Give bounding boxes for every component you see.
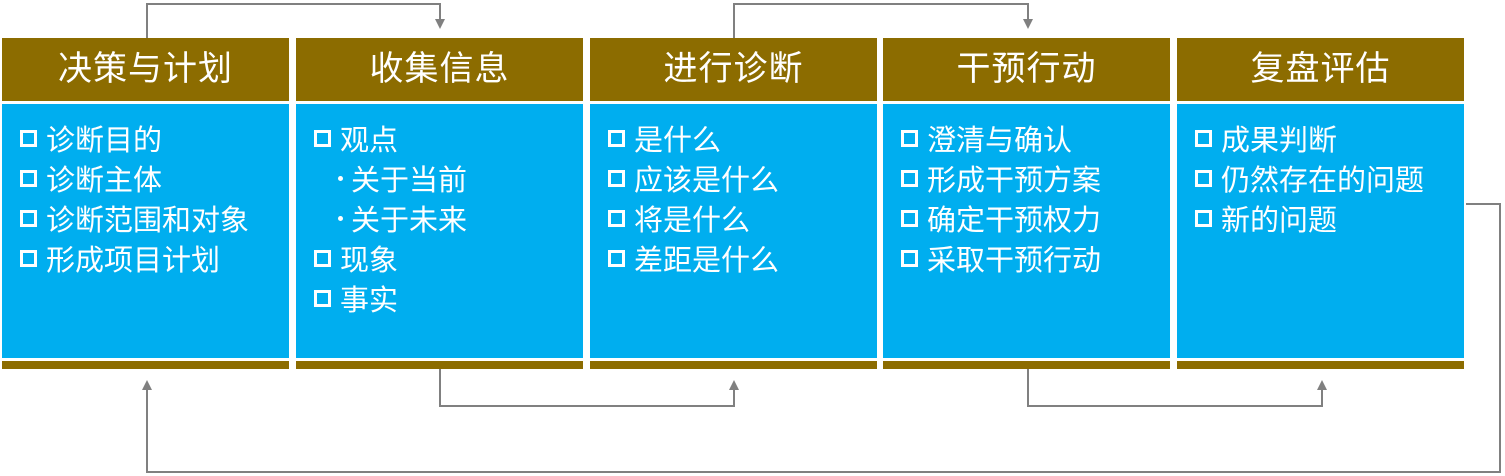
list-item-label: 是什么: [634, 123, 722, 157]
list-item-label: 应该是什么: [634, 163, 780, 197]
stage-5: 复盘评估 成果判断仍然存在的问题新的问题: [1177, 38, 1464, 369]
stage-4-body: 澄清与确认形成干预方案确定干预权力采取干预行动: [883, 104, 1170, 358]
list-item-label: 澄清与确认: [927, 123, 1073, 157]
stage-5-footer-bar: [1177, 361, 1464, 369]
square-bullet-icon: [608, 169, 625, 187]
stage-1: 决策与计划 诊断目的诊断主体诊断范围和对象形成项目计划: [2, 38, 289, 369]
list-item: 诊断主体: [20, 158, 289, 198]
square-bullet-icon: [901, 169, 918, 187]
list-subitem: 关于未来: [314, 198, 583, 238]
square-bullet-icon: [901, 129, 918, 147]
list-item: 新的问题: [1195, 198, 1464, 238]
list-item: 澄清与确认: [901, 118, 1170, 158]
square-bullet-icon: [314, 289, 331, 307]
list-item: 观点: [314, 118, 583, 158]
list-item: 仍然存在的问题: [1195, 158, 1464, 198]
list-item-label: 成果判断: [1221, 123, 1338, 157]
dot-bullet-icon: [338, 215, 343, 221]
square-bullet-icon: [20, 209, 37, 227]
stage-4: 干预行动 澄清与确认形成干预方案确定干预权力采取干预行动: [883, 38, 1170, 369]
square-bullet-icon: [20, 129, 37, 147]
list-item-label: 事实: [340, 283, 399, 317]
stage-3-body: 是什么应该是什么将是什么差距是什么: [590, 104, 877, 358]
square-bullet-icon: [20, 169, 37, 187]
list-item: 采取干预行动: [901, 238, 1170, 278]
list-item: 确定干预权力: [901, 198, 1170, 238]
list-item-label: 诊断主体: [46, 163, 163, 197]
stage-1-body: 诊断目的诊断主体诊断范围和对象形成项目计划: [2, 104, 289, 358]
connector-collect-to-diagnose: [439, 369, 739, 407]
list-item: 应该是什么: [608, 158, 877, 198]
stage-5-body: 成果判断仍然存在的问题新的问题: [1177, 104, 1464, 358]
square-bullet-icon: [1195, 129, 1212, 147]
list-item: 现象: [314, 238, 583, 278]
square-bullet-icon: [1195, 209, 1212, 227]
list-item-label: 仍然存在的问题: [1221, 163, 1425, 197]
stage-4-title: 干预行动: [883, 38, 1170, 101]
list-item-label: 采取干预行动: [927, 243, 1102, 277]
list-subitem-label: 关于当前: [351, 163, 468, 197]
list-item-label: 将是什么: [634, 203, 751, 237]
stage-1-title: 决策与计划: [2, 38, 289, 101]
dot-bullet-icon: [338, 175, 343, 181]
square-bullet-icon: [20, 249, 37, 267]
square-bullet-icon: [608, 209, 625, 227]
square-bullet-icon: [1195, 169, 1212, 187]
connector-diagnose-to-intervene: [733, 3, 1033, 38]
list-item-label: 现象: [340, 243, 399, 277]
list-item: 形成项目计划: [20, 238, 289, 278]
list-item: 差距是什么: [608, 238, 877, 278]
list-item-label: 确定干预权力: [927, 203, 1102, 237]
list-item-label: 形成干预方案: [927, 163, 1102, 197]
list-item: 是什么: [608, 118, 877, 158]
list-item-label: 形成项目计划: [46, 243, 221, 277]
square-bullet-icon: [901, 249, 918, 267]
list-item-label: 诊断范围和对象: [46, 203, 250, 237]
stage-2-body: 观点关于当前关于未来现象事实: [296, 104, 583, 358]
list-item: 事实: [314, 278, 583, 318]
square-bullet-icon: [901, 209, 918, 227]
list-item: 诊断范围和对象: [20, 198, 289, 238]
connector-intervene-to-review: [1027, 369, 1327, 407]
stage-3-footer-bar: [590, 361, 877, 369]
list-item-label: 新的问题: [1221, 203, 1338, 237]
stage-2: 收集信息 观点关于当前关于未来现象事实: [296, 38, 583, 369]
square-bullet-icon: [314, 129, 331, 147]
connector-plan-to-collect: [146, 3, 445, 38]
list-item: 诊断目的: [20, 118, 289, 158]
list-item: 形成干预方案: [901, 158, 1170, 198]
square-bullet-icon: [314, 249, 331, 267]
stage-1-footer-bar: [2, 361, 289, 369]
stage-2-title: 收集信息: [296, 38, 583, 101]
square-bullet-icon: [608, 249, 625, 267]
list-subitem-label: 关于未来: [351, 203, 468, 237]
stage-5-title: 复盘评估: [1177, 38, 1464, 101]
list-item-label: 诊断目的: [46, 123, 163, 157]
stage-3: 进行诊断 是什么应该是什么将是什么差距是什么: [590, 38, 877, 369]
stage-3-title: 进行诊断: [590, 38, 877, 101]
list-subitem: 关于当前: [314, 158, 583, 198]
list-item: 将是什么: [608, 198, 877, 238]
list-item: 成果判断: [1195, 118, 1464, 158]
stage-2-footer-bar: [296, 361, 583, 369]
list-item-label: 观点: [340, 123, 399, 157]
square-bullet-icon: [608, 129, 625, 147]
stage-4-footer-bar: [883, 361, 1170, 369]
list-item-label: 差距是什么: [634, 243, 780, 277]
